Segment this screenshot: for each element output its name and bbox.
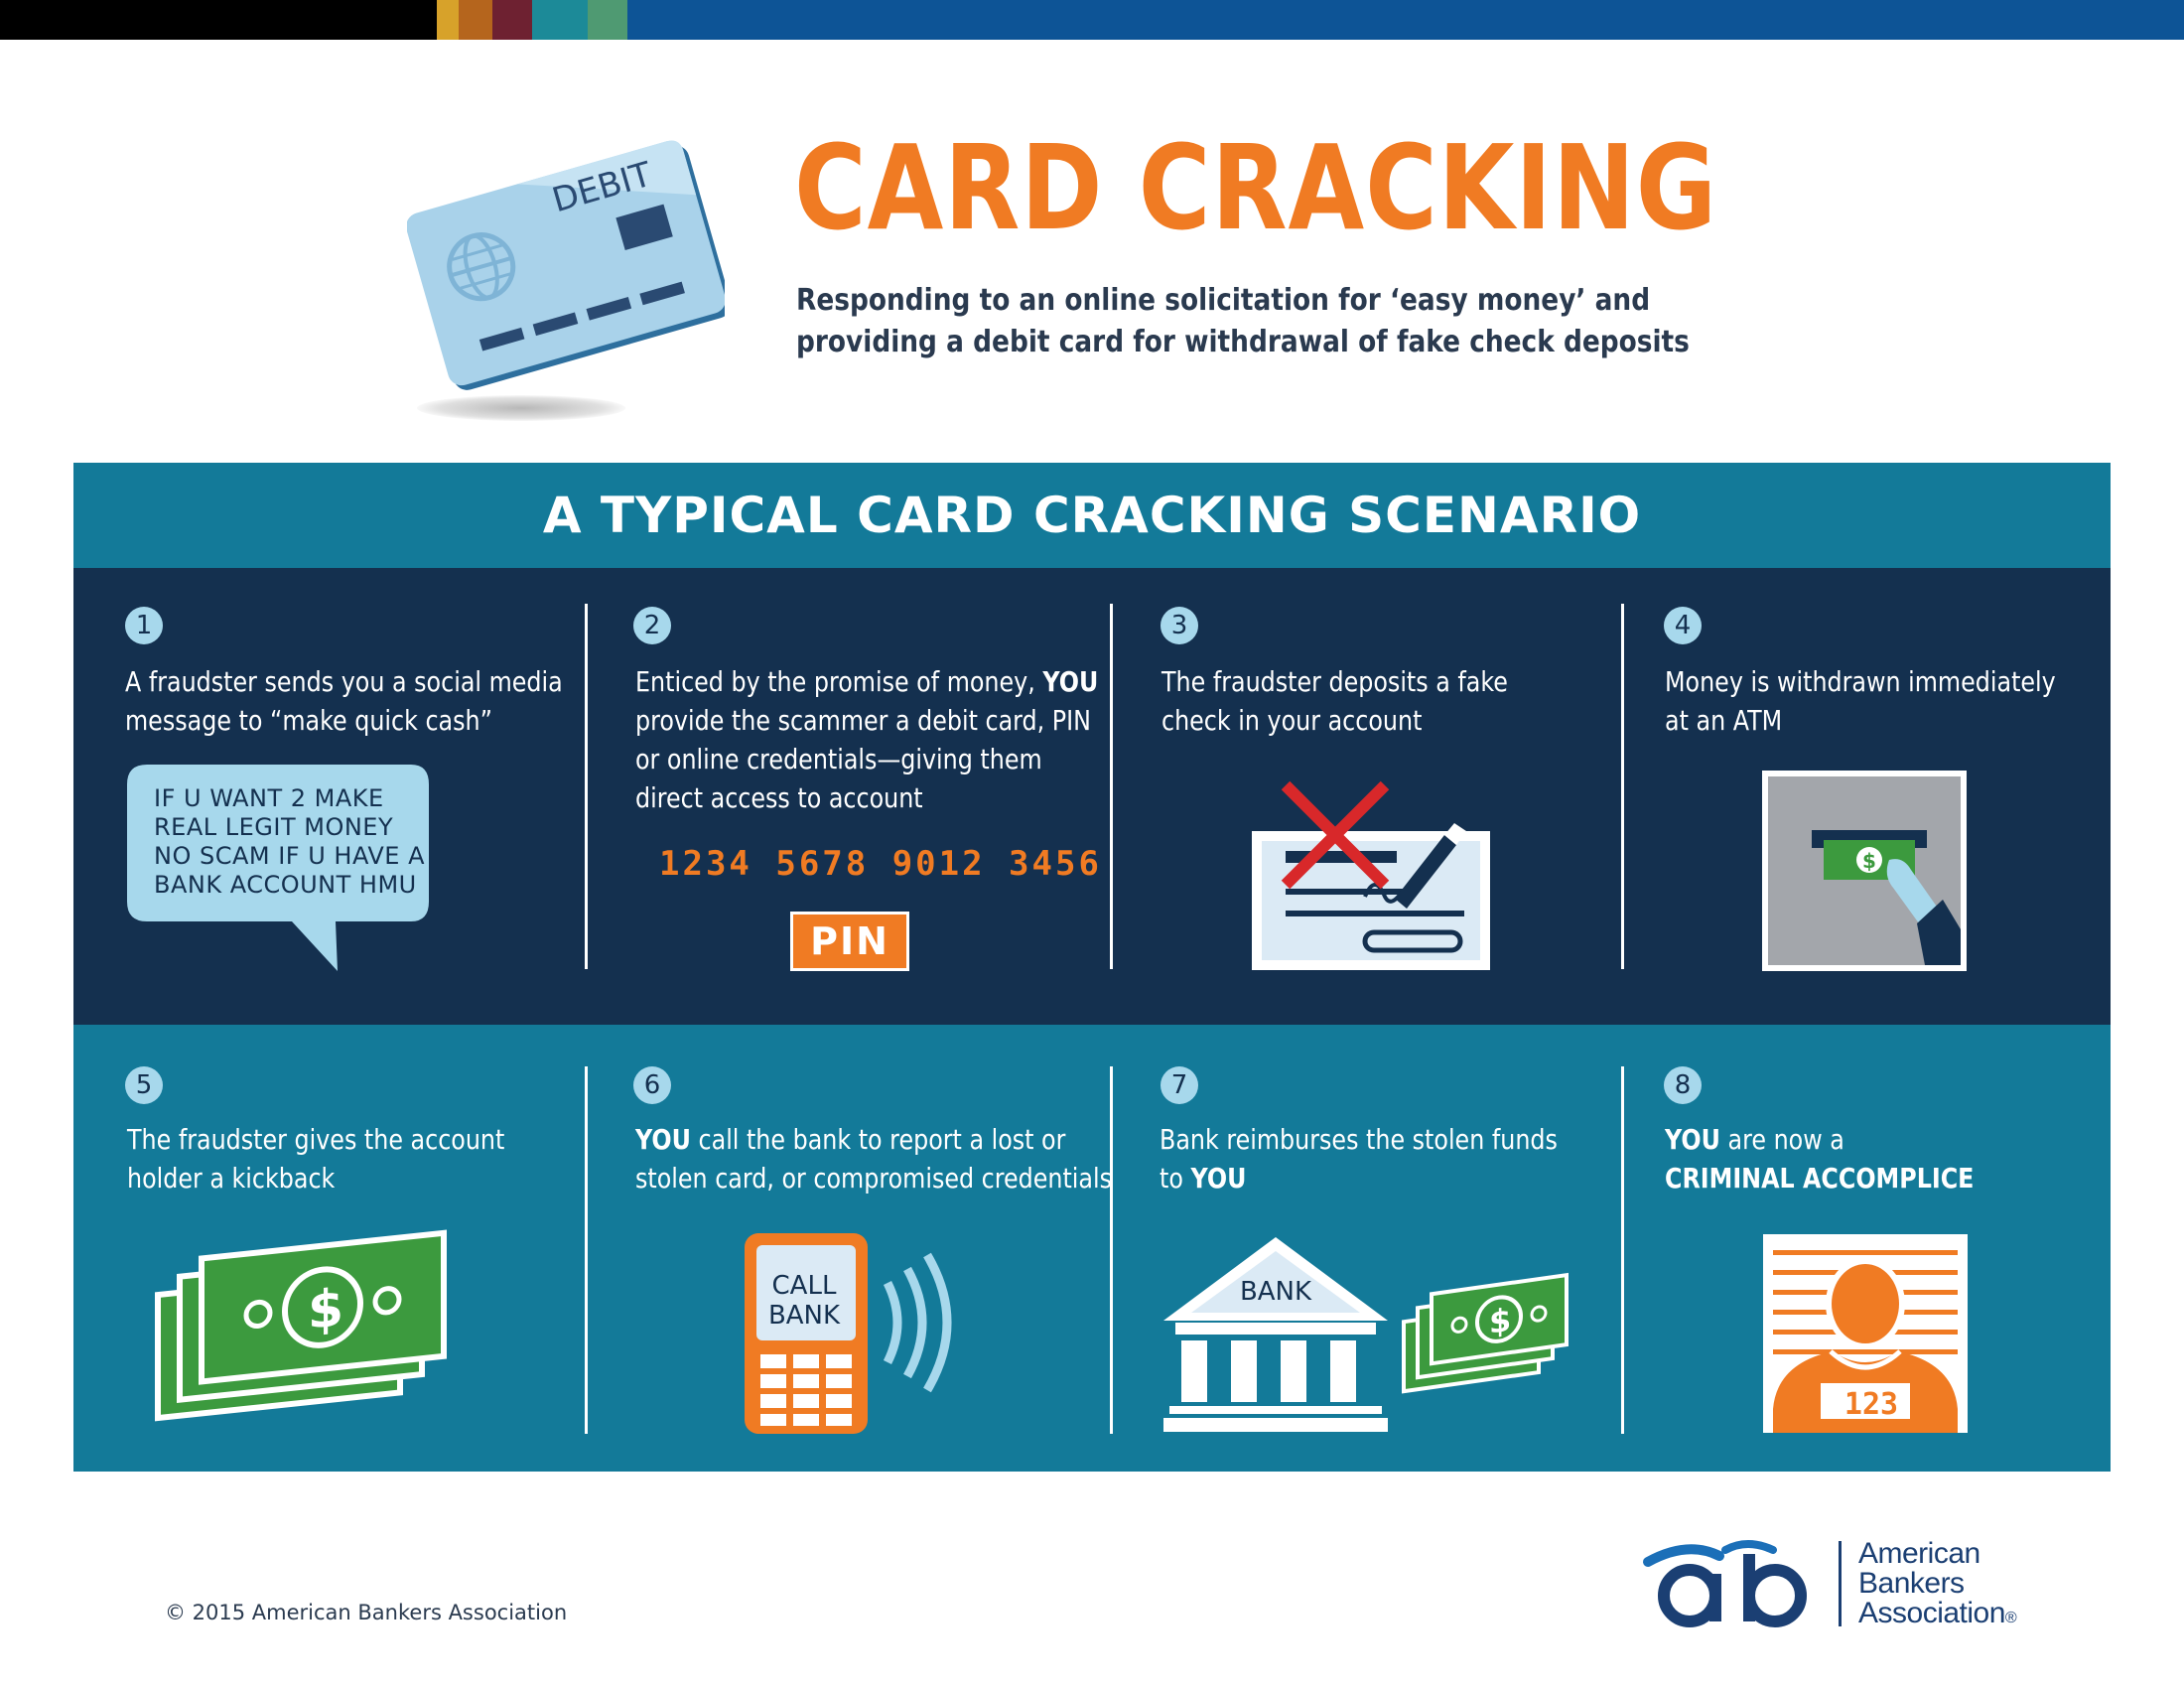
step-text-line: CRIMINAL ACCOMPLICE [1665, 1159, 1974, 1197]
column-divider [585, 604, 588, 969]
bank-building-icon [1163, 1237, 1388, 1432]
step-description: YOU are now a CRIMINAL ACCOMPLICE [1665, 1120, 1974, 1197]
copyright-text: © 2015 American Bankers Association [165, 1601, 568, 1624]
step-text-line: Bank reimburses the stolen funds [1160, 1123, 1558, 1156]
mugshot-icon [1763, 1234, 1968, 1433]
step-description: A fraudster sends you a social media mes… [125, 662, 563, 740]
debit-card-icon: DEBIT [406, 129, 732, 437]
step-number: 3 [1160, 607, 1198, 644]
step-number: 1 [125, 607, 163, 644]
bank-label: BANK [1239, 1277, 1312, 1307]
step-description: The fraudster gives the account holder a… [127, 1120, 504, 1197]
emphasis-you: YOU [1665, 1123, 1720, 1156]
call-bank-label: CALL BANK [767, 1271, 841, 1331]
stripe-segment [588, 0, 627, 40]
step-text-line: YOU are now a [1665, 1120, 1974, 1159]
step-text-fragment: Enticed by the promise of money, [635, 665, 1043, 698]
debit-card-graphic: DEBIT [406, 140, 732, 390]
logo-divider [1839, 1541, 1842, 1626]
page-subtitle: Responding to an online solicitation for… [796, 280, 1690, 363]
step-description: YOU call the bank to report a lost or st… [635, 1120, 1112, 1197]
phone-icon [745, 1233, 952, 1434]
step-text-line: to YOU [1160, 1159, 1558, 1197]
card-shadow [417, 395, 625, 421]
stripe-segment [459, 0, 492, 40]
crossed-check-icon [1252, 780, 1490, 970]
emphasis-you: YOU [1042, 665, 1099, 698]
cash-icon: $ [1402, 1272, 1569, 1394]
speech-bubble-icon [127, 765, 429, 971]
step-text-line: at an ATM [1665, 704, 1783, 737]
emphasis-you: YOU [635, 1123, 691, 1156]
step-text-line: stolen card, or compromised credentials [635, 1162, 1113, 1195]
page-title: CARD CRACKING [794, 119, 1718, 256]
step-text-line: provide the scammer a debit card, PIN [635, 704, 1091, 737]
step-text-line: message to “make quick cash” [125, 704, 492, 737]
step-text-fragment: are now a [1719, 1123, 1844, 1156]
column-divider [1621, 1066, 1624, 1434]
stripe-segment [0, 0, 437, 40]
column-divider [585, 1066, 588, 1434]
step-text-line: The fraudster gives the account [127, 1123, 505, 1156]
step-text-fragment: to [1160, 1162, 1191, 1195]
svg-text:$: $ [308, 1279, 343, 1342]
step-number: 7 [1160, 1066, 1198, 1104]
svg-text:$: $ [1862, 849, 1876, 873]
stripe-segment [437, 0, 459, 40]
criminal-accomplice-label: CRIMINAL ACCOMPLICE [1665, 1162, 1975, 1195]
pin-badge: PIN [790, 912, 909, 971]
subtitle-line: providing a debit card for withdrawal of… [796, 325, 1690, 359]
step-text-line: The fraudster deposits a fake [1161, 665, 1508, 698]
cash-stack-icon: $ [155, 1229, 447, 1422]
step-number: 6 [633, 1066, 671, 1104]
subtitle-line: Responding to an online solicitation for… [796, 283, 1651, 318]
column-divider [1110, 1066, 1113, 1434]
aba-logo-icon [1643, 1540, 1807, 1627]
scam-message: IF U WANT 2 MAKE REAL LEGIT MONEY NO SCA… [154, 784, 425, 899]
step-number: 4 [1664, 607, 1702, 644]
stripe-segment [532, 0, 588, 40]
registered-mark: ® [2004, 1610, 2017, 1626]
scenario-header-bar [73, 463, 2111, 568]
step-description: Bank reimburses the stolen funds to YOU [1160, 1120, 1558, 1197]
step-text-line: Money is withdrawn immediately [1665, 665, 2056, 698]
emphasis-you: YOU [1190, 1162, 1247, 1195]
card-number: 1234 5678 9012 3456 [659, 844, 1102, 884]
step-text-line: check in your account [1161, 704, 1423, 737]
logo-wordmark: American Bankers Association [1858, 1537, 2005, 1629]
step-text-line: A fraudster sends you a social media [125, 665, 563, 698]
step-text-line: holder a kickback [127, 1162, 336, 1195]
step-number: 2 [633, 607, 671, 644]
step-text-fragment: call the bank to report a lost or [690, 1123, 1066, 1156]
step-number: 8 [1664, 1066, 1702, 1104]
atm-withdrawal-icon: $ [1762, 771, 1967, 971]
svg-text:$: $ [1489, 1301, 1511, 1341]
step-description: Money is withdrawn immediately at an ATM [1665, 662, 2056, 740]
step-description: The fraudster deposits a fake check in y… [1161, 662, 1508, 740]
stripe-segment [627, 0, 2184, 40]
stripe-segment [492, 0, 532, 40]
step-text-line: Enticed by the promise of money, YOU [635, 662, 1098, 701]
step-text-line: or online credentials—giving them [635, 743, 1042, 775]
column-divider [1110, 604, 1113, 969]
step-description: Enticed by the promise of money, YOU pro… [635, 662, 1098, 817]
step-text-line: YOU call the bank to report a lost or [635, 1120, 1112, 1159]
aba-logo-text: American Bankers Association® [1858, 1537, 2017, 1633]
column-divider [1621, 604, 1624, 969]
inmate-number: 123 [1843, 1387, 1899, 1422]
scenario-heading: A TYPICAL CARD CRACKING SCENARIO [542, 487, 1642, 544]
step-number: 5 [125, 1066, 163, 1104]
step-text-line: direct access to account [635, 781, 923, 814]
